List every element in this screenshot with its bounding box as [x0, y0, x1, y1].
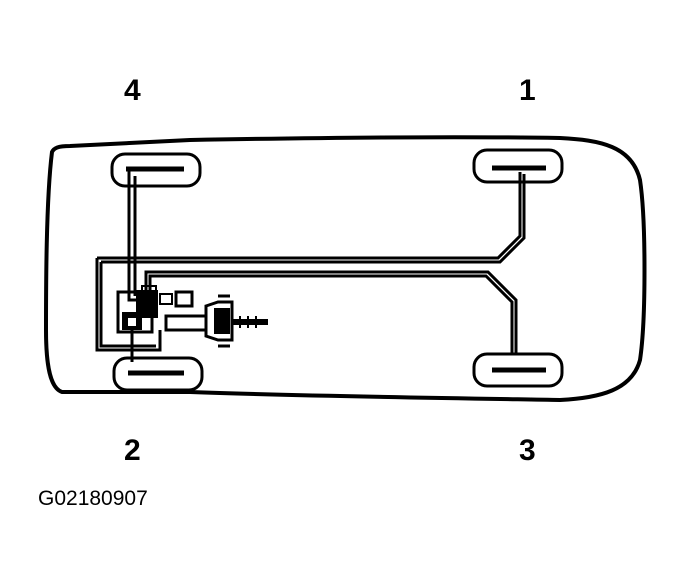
brake-lines: [95, 170, 526, 362]
wheel-3: [472, 352, 564, 388]
wheel-2-label: 2: [124, 434, 141, 467]
wheel-4-label: 4: [124, 74, 141, 107]
wheel-2: [112, 356, 204, 392]
wheel-4: [110, 152, 202, 188]
master-cylinder-assembly: [116, 285, 268, 348]
figure-id: G02180907: [38, 487, 148, 510]
wheel-3-label: 3: [519, 434, 536, 467]
wheel-1: [472, 148, 564, 184]
brake-line-wheel-3: [144, 270, 518, 354]
brake-line-wheel-4: [127, 170, 136, 302]
vehicle-body-outline: [43, 135, 647, 403]
wheel-1-label: 1: [519, 74, 536, 107]
module-frame: [95, 258, 162, 352]
